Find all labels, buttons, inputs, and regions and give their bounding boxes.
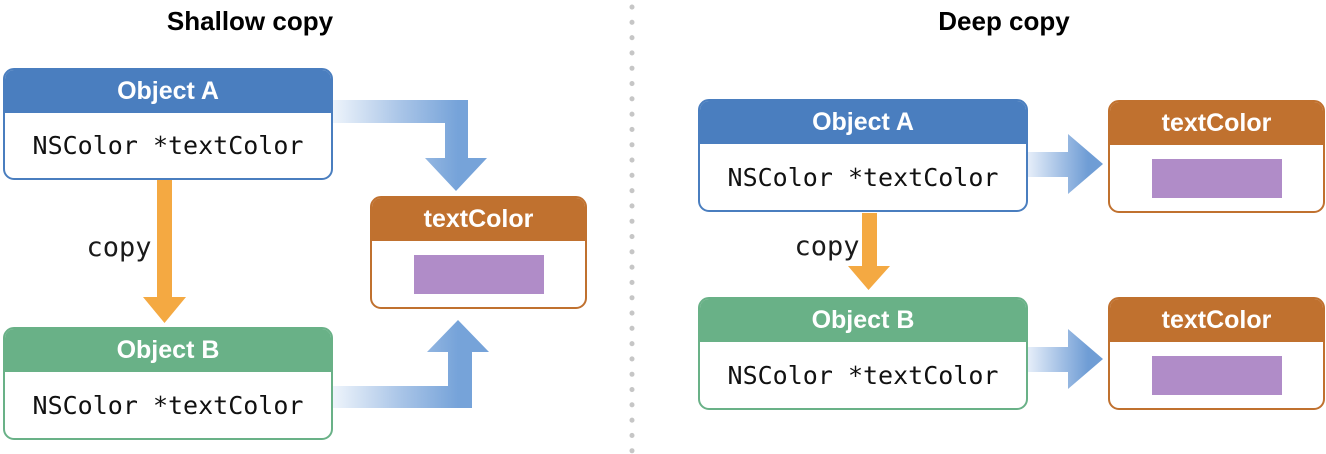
deep-object-a-property: NSColor *textColor [727, 162, 999, 192]
deep-object-b-header: Object B [700, 299, 1026, 342]
deep-object-b-box: Object B NSColor *textColor [698, 297, 1028, 410]
deep-object-b-property: NSColor *textColor [727, 360, 999, 390]
deep-color-swatch-b [1151, 355, 1282, 395]
deep-textcolor-b-box: textColor [1108, 297, 1325, 410]
pointer-arrow-shallow-b-to-textcolor [333, 320, 489, 408]
deep-copy-title: Deep copy [938, 6, 1070, 36]
shallow-object-a-header: Object A [5, 70, 331, 113]
shallow-object-a-property: NSColor *textColor [32, 131, 304, 160]
shallow-object-b-box: Object B NSColor *textColor [3, 327, 333, 440]
deep-textcolor-a-body [1110, 145, 1323, 211]
pointer-arrow-deep-b-to-textcolor [1028, 329, 1103, 389]
pointer-arrow-deep-a-to-textcolor [1028, 134, 1103, 194]
shallow-copy-title: Shallow copy [166, 6, 334, 36]
deep-textcolor-a-box: textColor [1108, 100, 1325, 213]
deep-textcolor-a-header: textColor [1110, 102, 1323, 145]
copy-label-shallow: copy [86, 232, 152, 263]
shallow-object-b-header: Object B [5, 329, 331, 372]
copy-arrow-deep [848, 213, 890, 290]
shallow-textcolor-header: textColor [372, 198, 585, 241]
deep-textcolor-b-body [1110, 342, 1323, 408]
copy-label-deep: copy [794, 231, 860, 262]
deep-object-a-header: Object A [700, 101, 1026, 144]
shallow-object-b-property: NSColor *textColor [32, 390, 304, 420]
deep-color-swatch-a [1151, 158, 1282, 198]
shallow-object-a-box: Object A NSColor *textColor [3, 68, 333, 180]
shallow-color-swatch [413, 254, 544, 294]
shallow-textcolor-box: textColor [370, 196, 587, 309]
deep-object-a-box: Object A NSColor *textColor [698, 99, 1028, 212]
deep-textcolor-b-header: textColor [1110, 299, 1323, 342]
shallow-textcolor-body [372, 241, 585, 307]
pointer-arrow-shallow-a-to-textcolor [333, 100, 487, 191]
copy-arrow-shallow [143, 180, 186, 323]
